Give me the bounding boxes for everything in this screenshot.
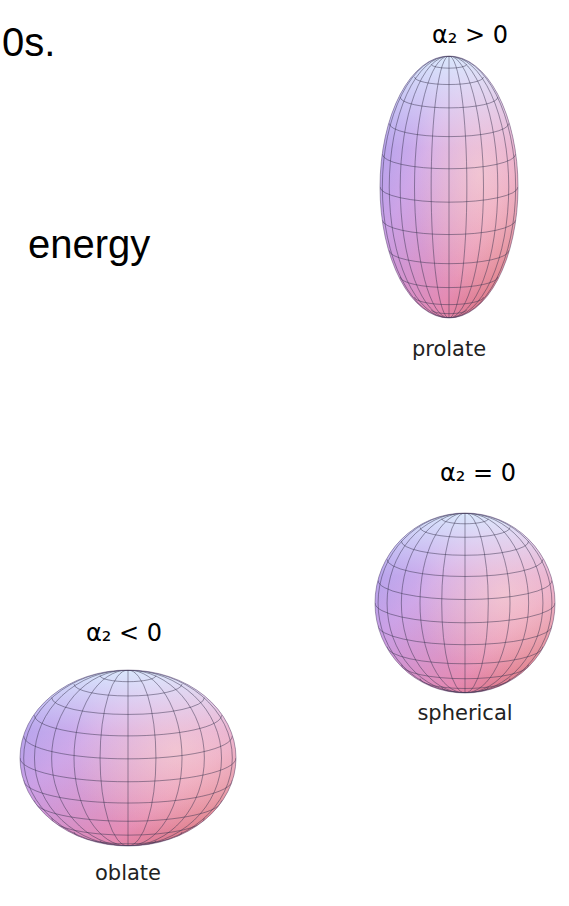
meridian-line [465,513,466,693]
meridian-line [382,56,449,318]
meridian-line [449,56,450,318]
outline [380,56,518,318]
meridian-line [387,513,465,693]
meridian-line [449,56,484,318]
deformation-value: α₂ < 0 [86,620,162,646]
deformation-value: α₂ = 0 [440,460,516,486]
shape-name: prolate [412,338,486,361]
meridian-line [420,513,465,693]
meridian-line [465,513,510,693]
meridian-line [415,56,450,318]
grid-lines [380,56,518,318]
shape-name: oblate [95,862,161,885]
meridian-line [34,670,128,846]
meridian-line [465,513,552,693]
surface [375,513,555,693]
meridian-line [128,670,232,846]
meridian-line [378,513,465,693]
axis-word: energy [28,222,150,266]
surface-highlight [20,670,236,846]
surface [380,56,518,318]
meridian-line [401,513,465,693]
grid-lines [20,670,236,847]
sphere [375,513,555,693]
outline [20,670,236,846]
meridian-line [74,670,128,846]
meridian-line [449,56,467,318]
meridian-line [449,56,498,318]
meridian-line [465,513,543,693]
meridian-line [465,513,488,693]
heading-fragment: 0s. [2,20,55,64]
meridian-line [100,670,128,846]
meridian-line [52,670,128,846]
meridian-line [442,513,465,693]
surface-glow [375,513,555,693]
meridian-line [465,513,529,693]
deformation-value: α₂ > 0 [432,22,508,48]
surface [20,670,236,846]
meridian-line [128,670,182,846]
outline [375,513,555,693]
meridian-line [389,56,449,318]
meridian-line [128,670,156,846]
shape-name: spherical [417,702,512,725]
grid-lines [375,513,555,693]
prolate-ellipsoid [380,56,518,318]
meridian-line [431,56,449,318]
meridian-line [128,670,222,846]
surface-highlight [380,56,518,318]
meridian-line [128,670,129,846]
meridian-line [24,670,128,846]
meridian-line [400,56,449,318]
meridian-line [449,56,509,318]
meridian-line [449,56,516,318]
surface-glow [380,56,518,318]
oblate-ellipsoid [20,670,236,847]
surface-highlight [375,513,555,693]
surface-glow [20,670,236,846]
meridian-line [128,670,204,846]
